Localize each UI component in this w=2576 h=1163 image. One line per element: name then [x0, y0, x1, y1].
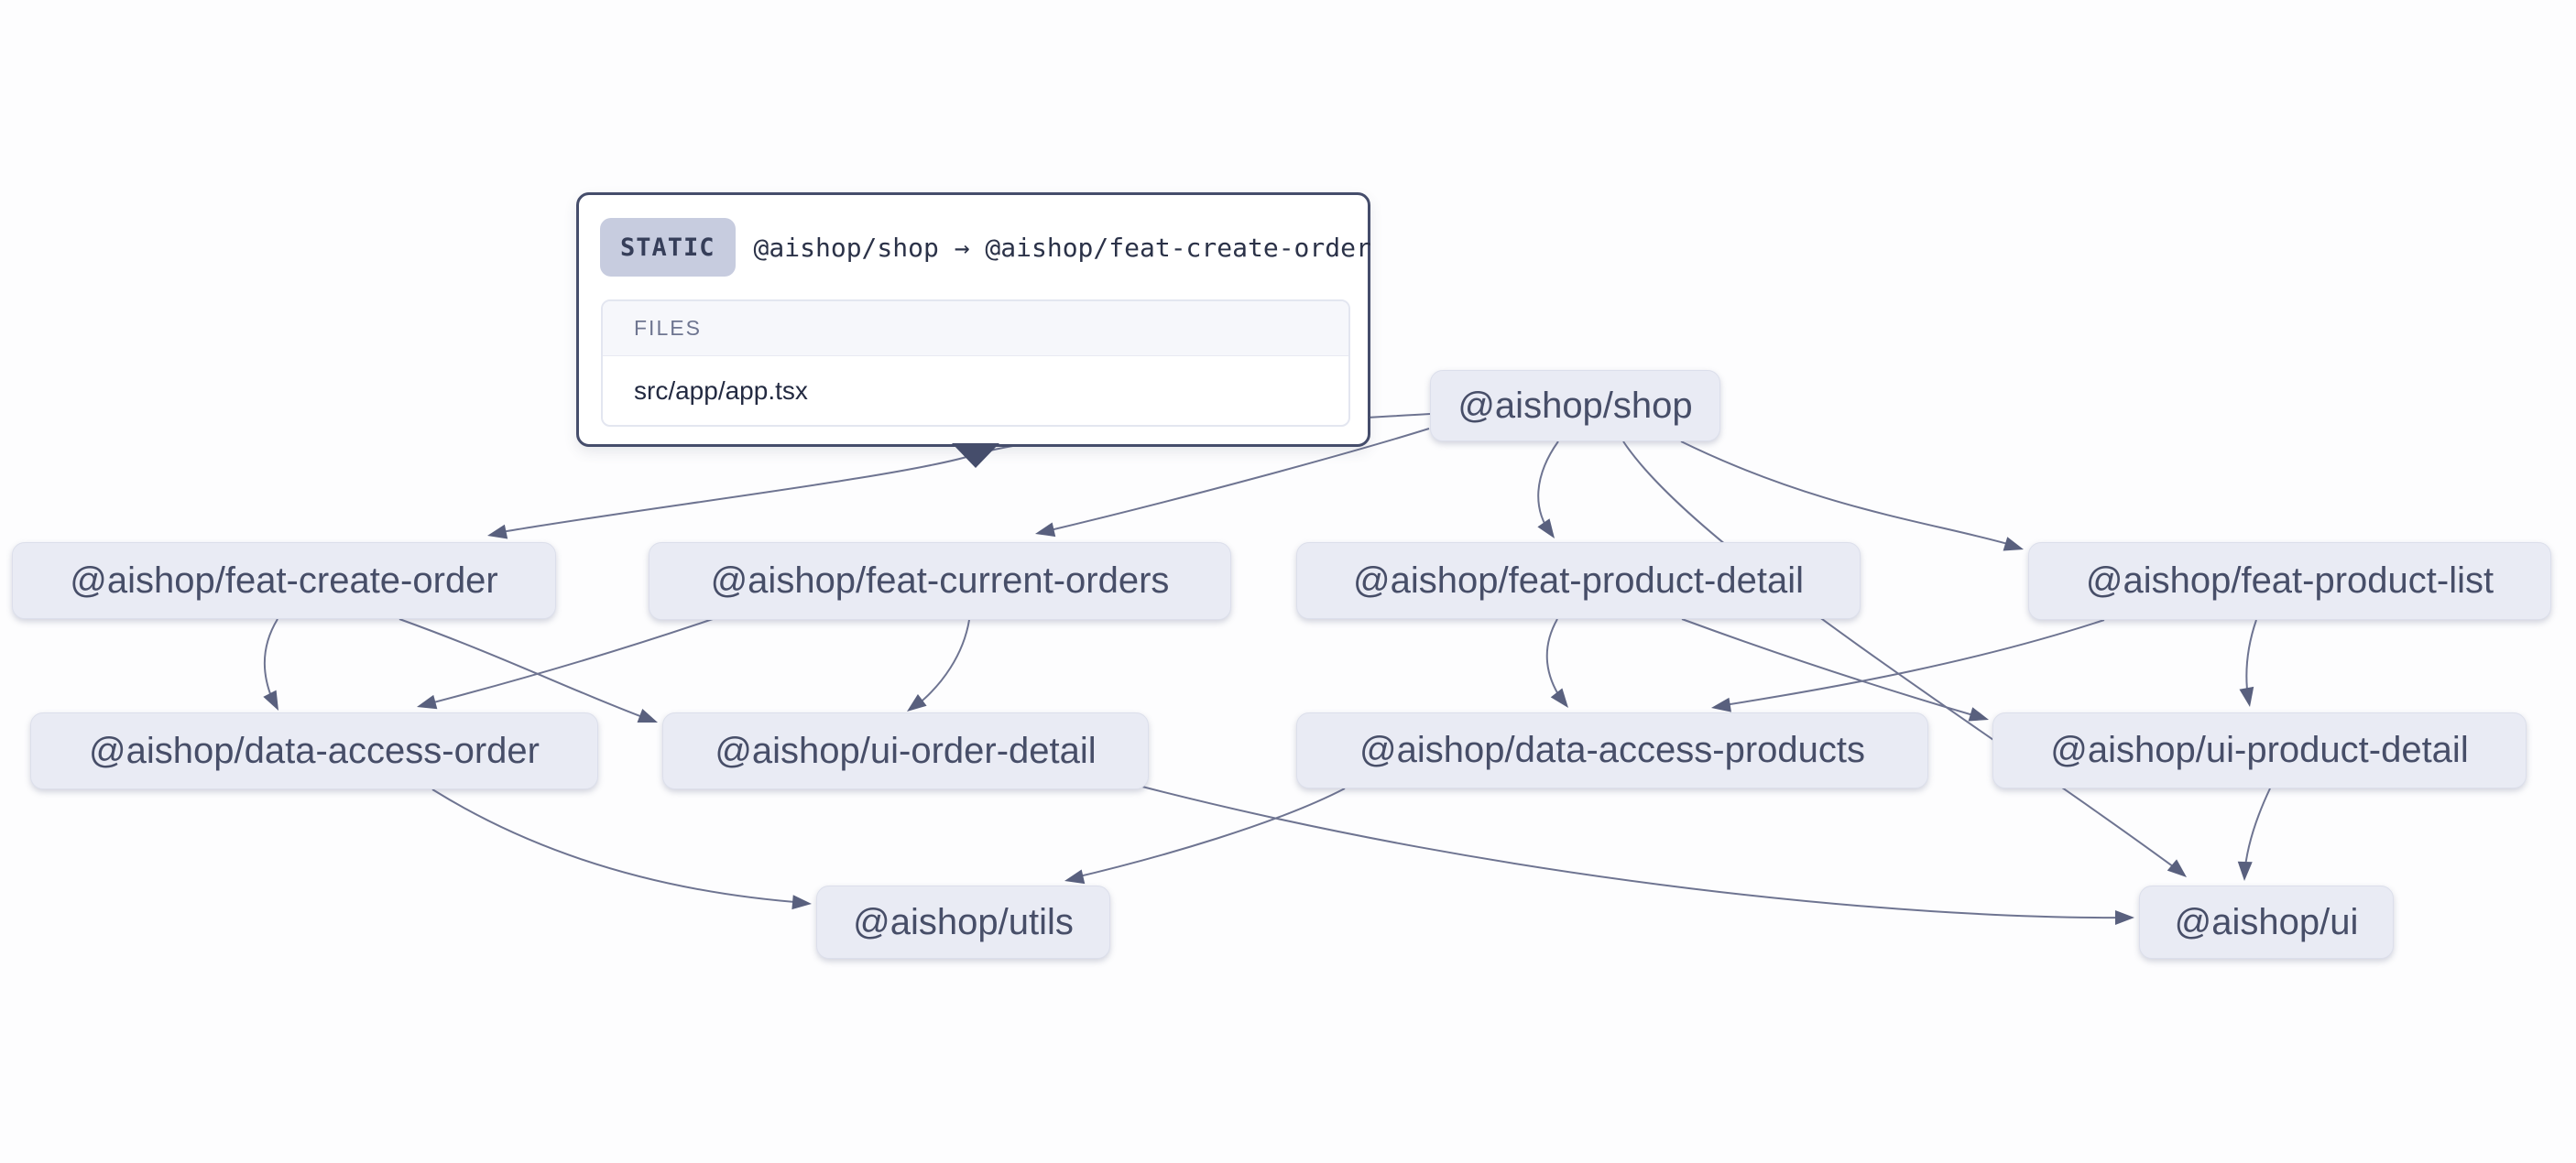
tooltip-edge-label: @aishop/shop → @aishop/feat-create-order [753, 232, 1371, 263]
file-list-item: src/app/app.tsx [634, 376, 808, 405]
tooltip-header: STATIC @aishop/shop → @aishop/feat-creat… [600, 218, 1371, 277]
arrowhead-feat-product-list->data-access-products [1711, 697, 1731, 712]
edge-shop->feat-product-list[interactable] [1680, 440, 2018, 548]
node-aishop-utils[interactable]: @aishop/utils [816, 886, 1110, 959]
static-dependency-badge: STATIC [600, 218, 736, 277]
arrowhead-data-access-order->utils [791, 895, 812, 910]
edge-feat-product-list->data-access-products[interactable] [1718, 619, 2105, 707]
edge-feat-current-orders->data-access-order[interactable] [422, 618, 714, 706]
node-aishop-data-access-products[interactable]: @aishop/data-access-products [1296, 712, 1928, 788]
tooltip-pointer-icon [952, 443, 999, 468]
node-aishop-feat-product-detail[interactable]: @aishop/feat-product-detail [1296, 542, 1861, 619]
node-aishop-ui-order-detail[interactable]: @aishop/ui-order-detail [662, 712, 1149, 789]
arrowhead-data-access-products->utils [1064, 869, 1086, 885]
edge-shop->feat-current-orders[interactable] [1042, 428, 1430, 533]
edge-ui-order-detail->ui[interactable] [1138, 785, 2130, 919]
node-aishop-shop[interactable]: @aishop/shop [1430, 370, 1720, 441]
node-aishop-ui-product-detail[interactable]: @aishop/ui-product-detail [1992, 712, 2527, 788]
arrowhead-feat-create-order->ui-order-detail [637, 709, 658, 723]
node-aishop-feat-product-list[interactable]: @aishop/feat-product-list [2028, 542, 2551, 620]
edge-feat-create-order->ui-order-detail[interactable] [398, 618, 653, 722]
node-aishop-feat-current-orders[interactable]: @aishop/feat-current-orders [649, 542, 1231, 620]
files-header: FILES [603, 301, 1348, 356]
arrowhead-feat-product-detail->data-access-products [1550, 688, 1568, 708]
arrowhead-shop->feat-product-detail [1537, 518, 1555, 538]
arrowhead-feat-product-detail->ui-product-detail [1968, 707, 1989, 722]
edge-data-access-products->utils[interactable] [1071, 788, 1346, 879]
arrowhead-shop->feat-product-list [2003, 537, 2024, 551]
edge-feat-product-detail->ui-product-detail[interactable] [1681, 618, 1983, 719]
arrowhead-feat-current-orders->ui-order-detail [907, 693, 927, 712]
arrowhead-feat-create-order->data-access-order [263, 690, 278, 711]
arrowhead-shop->ui [2167, 859, 2187, 877]
node-aishop-feat-create-order[interactable]: @aishop/feat-create-order [12, 542, 556, 619]
arrowhead-feat-product-list->ui-product-detail [2239, 686, 2254, 707]
node-aishop-ui[interactable]: @aishop/ui [2139, 886, 2394, 959]
edge-shop->ui[interactable] [1622, 440, 2181, 873]
arrowhead-shop->feat-current-orders [1035, 522, 1056, 538]
arrowhead-shop->feat-create-order [487, 524, 508, 539]
arrowhead-ui-product-detail->ui [2237, 861, 2253, 881]
files-box: FILES src/app/app.tsx [601, 299, 1350, 427]
edge-data-access-order->utils[interactable] [431, 788, 807, 904]
arrowhead-ui-order-detail->ui [2115, 910, 2134, 925]
edge-feat-current-orders->ui-order-detail[interactable] [911, 619, 970, 710]
arrowhead-feat-current-orders->data-access-order [417, 694, 438, 710]
edge-tooltip: STATIC @aishop/shop → @aishop/feat-creat… [576, 192, 1371, 468]
node-aishop-data-access-order[interactable]: @aishop/data-access-order [30, 712, 598, 789]
